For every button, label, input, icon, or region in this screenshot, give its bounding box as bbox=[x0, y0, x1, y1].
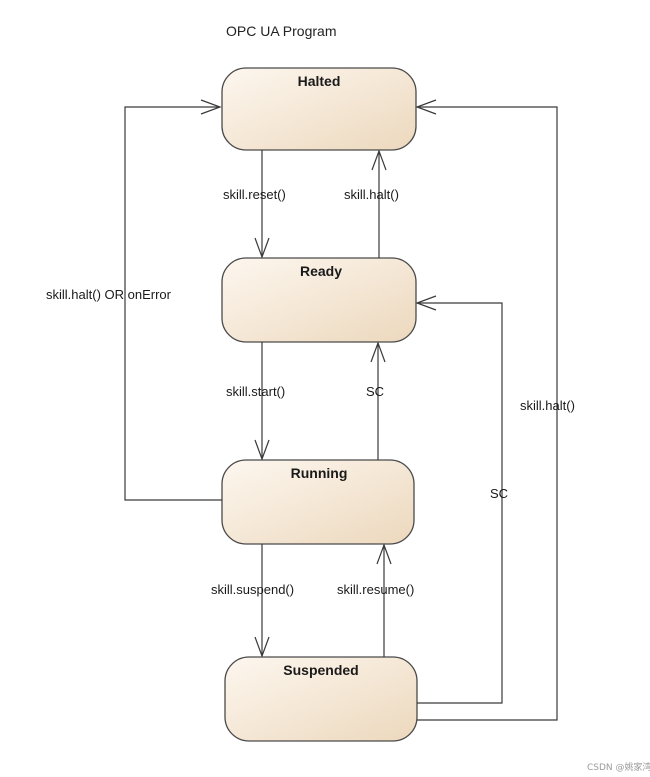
state-running: Running bbox=[221, 459, 415, 545]
transition-start-label: skill.start() bbox=[226, 384, 285, 399]
watermark: CSDN @姚家湾 bbox=[587, 761, 650, 773]
state-ready-label: Ready bbox=[300, 263, 342, 279]
transition-reset-label: skill.reset() bbox=[223, 187, 286, 202]
transition-suspended-to-ready: SC bbox=[415, 295, 508, 704]
state-ready: Ready bbox=[221, 257, 417, 343]
state-suspended: Suspended bbox=[224, 656, 418, 742]
transition-suspend-label: skill.suspend() bbox=[211, 582, 294, 597]
transition-halt-label: skill.halt() bbox=[344, 187, 399, 202]
transition-resume-label: skill.resume() bbox=[337, 582, 414, 597]
transition-sc-label: SC bbox=[366, 384, 384, 399]
transition-ready-to-running: skill.start() bbox=[226, 342, 285, 461]
transition-running-to-halted: skill.halt() OR onError bbox=[46, 99, 222, 501]
transition-halt-or-error-label: skill.halt() OR onError bbox=[46, 287, 172, 302]
transition-halted-to-ready: skill.reset() bbox=[223, 150, 286, 259]
state-running-label: Running bbox=[291, 465, 348, 481]
transition-suspended-sc-label: SC bbox=[490, 486, 508, 501]
transition-suspended-to-running: skill.resume() bbox=[337, 543, 414, 657]
diagram-title: OPC UA Program bbox=[226, 23, 336, 39]
state-halted: Halted bbox=[221, 67, 417, 151]
transition-suspended-to-halted: skill.halt() bbox=[415, 99, 575, 721]
state-halted-label: Halted bbox=[298, 73, 341, 89]
transition-running-to-ready: SC bbox=[366, 341, 386, 460]
state-suspended-label: Suspended bbox=[283, 662, 358, 678]
transition-running-to-suspended: skill.suspend() bbox=[211, 544, 294, 658]
transition-ready-to-halted: skill.halt() bbox=[344, 149, 399, 258]
transition-suspended-halt-label: skill.halt() bbox=[520, 398, 575, 413]
